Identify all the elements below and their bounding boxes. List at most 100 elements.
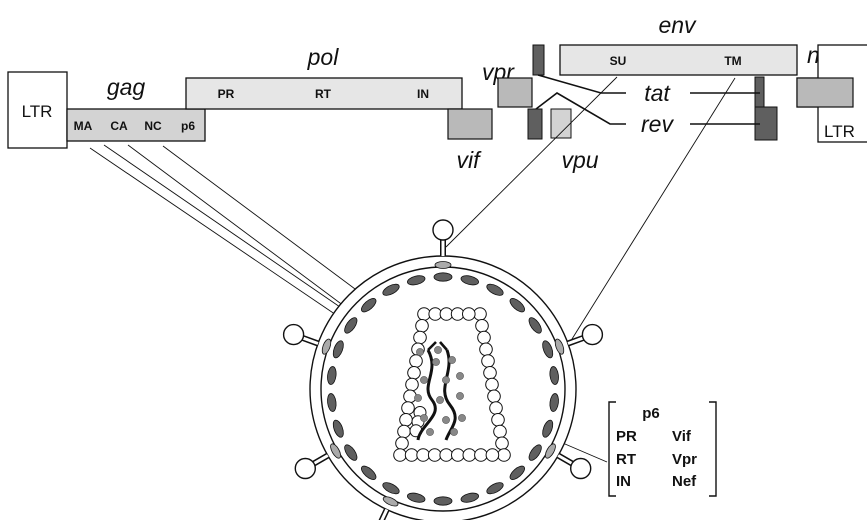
env-spikes — [282, 219, 604, 520]
bracket-left — [608, 401, 616, 497]
env-box — [559, 44, 798, 76]
matrix-protein — [361, 465, 377, 480]
env-spike — [294, 443, 342, 480]
capsid-subunit — [481, 354, 495, 368]
tm-leader-line — [566, 77, 736, 348]
ltr-left-box — [7, 71, 68, 149]
capsid-subunit — [427, 448, 442, 462]
bracket-nef: Nef — [672, 473, 697, 490]
matrix-protein — [542, 419, 554, 438]
matrix-ring — [327, 272, 559, 506]
capsid-subunit — [397, 424, 411, 439]
matrix-protein — [433, 496, 453, 506]
capsid-subunit — [407, 366, 421, 380]
vif-name: vif — [457, 147, 483, 173]
bracket-rt: RT — [616, 451, 636, 468]
pol-in-label: IN — [417, 87, 429, 101]
env-spike — [544, 443, 592, 480]
su-leader-line — [445, 76, 618, 248]
capsid-subunit — [474, 448, 488, 462]
vif-box — [447, 108, 493, 140]
capsid-subunit — [409, 354, 423, 368]
capsid-core — [393, 307, 511, 462]
matrix-protein — [407, 275, 426, 286]
capsid-subunit — [439, 448, 454, 462]
capsid-subunit — [399, 413, 413, 427]
rna-top-fork — [427, 341, 448, 351]
bracket-in: IN — [616, 473, 631, 490]
pol-rt-label: RT — [315, 87, 332, 101]
rev-name: rev — [641, 111, 674, 137]
env-tm-label: TM — [724, 54, 741, 68]
core-protein-bracket: p6 PR RT IN Vif Vpr Nef — [608, 401, 717, 497]
tat-name: tat — [644, 80, 671, 106]
pol-pr-label: PR — [218, 87, 235, 101]
capsid-subunit — [497, 448, 511, 462]
matrix-protein — [542, 340, 554, 359]
ltr-left-label: LTR — [22, 102, 53, 121]
gag-ca-label: CA — [110, 119, 128, 133]
bracket-right — [709, 401, 717, 497]
matrix-protein — [460, 275, 479, 286]
pol-box — [185, 77, 463, 110]
vpu-name: vpu — [561, 147, 598, 173]
capsid-subunit — [395, 436, 409, 451]
capsid-subunit — [479, 342, 493, 357]
matrix-protein — [332, 340, 344, 359]
gag-nc-label: NC — [144, 119, 162, 133]
genome-map: LTR gag MA CA NC p6 pol PR RT IN vif vpr… — [7, 12, 867, 173]
matrix-protein — [407, 492, 426, 503]
capsid-subunit — [491, 413, 505, 427]
matrix-protein — [382, 482, 400, 495]
rev-splice-line — [535, 92, 626, 125]
capsid-subunit — [415, 319, 429, 333]
pol-name: pol — [307, 44, 340, 70]
ma-leader-line — [89, 147, 349, 324]
matrix-protein — [382, 283, 400, 296]
tat-exon1 — [532, 44, 545, 76]
ma-leader-line-2 — [103, 144, 357, 319]
bracket-vif: Vif — [672, 428, 692, 445]
rna-bound-proteins — [414, 346, 466, 436]
rev-exon1 — [527, 108, 543, 140]
matrix-protein — [509, 465, 525, 480]
env-spike — [378, 496, 399, 520]
matrix-protein — [344, 444, 358, 461]
capsid-subunit — [477, 330, 491, 345]
matrix-protein — [344, 317, 358, 334]
matrix-protein — [361, 298, 377, 313]
vpu-box — [550, 108, 572, 139]
capsid-subunit — [405, 377, 419, 392]
rna-strand-1 — [416, 349, 437, 441]
matrix-protein — [486, 482, 504, 495]
vpr-box — [497, 77, 533, 108]
capsid-subunit — [493, 424, 507, 439]
capsid-subunit — [475, 319, 489, 333]
capsid-subunit — [462, 448, 477, 462]
gag-box — [66, 108, 206, 142]
capsid-subunit — [416, 448, 430, 462]
ltr-right-label: LTR — [824, 122, 855, 141]
matrix-protein — [327, 393, 337, 412]
capsid-subunit — [485, 377, 499, 392]
capsid-subunit — [485, 448, 500, 462]
gag-name: gag — [107, 74, 146, 100]
matrix-protein — [528, 317, 542, 334]
capsid-subunit — [483, 366, 497, 380]
capsid-subunit — [451, 448, 465, 462]
env-name: env — [658, 12, 697, 38]
matrix-protein — [509, 298, 525, 313]
capsid-subunit — [495, 436, 509, 451]
matrix-protein — [327, 366, 337, 385]
gag-p6-label: p6 — [181, 119, 195, 133]
capsid-subunit — [462, 307, 476, 321]
tat-splice-line — [537, 74, 626, 94]
bracket-vpr: Vpr — [672, 451, 697, 468]
capsid-subunit — [403, 389, 417, 404]
virion-inner-membrane — [320, 266, 566, 512]
env-spike — [432, 219, 454, 269]
bracket-p6: p6 — [642, 405, 660, 422]
virion — [282, 219, 604, 520]
env-spike — [554, 323, 604, 355]
